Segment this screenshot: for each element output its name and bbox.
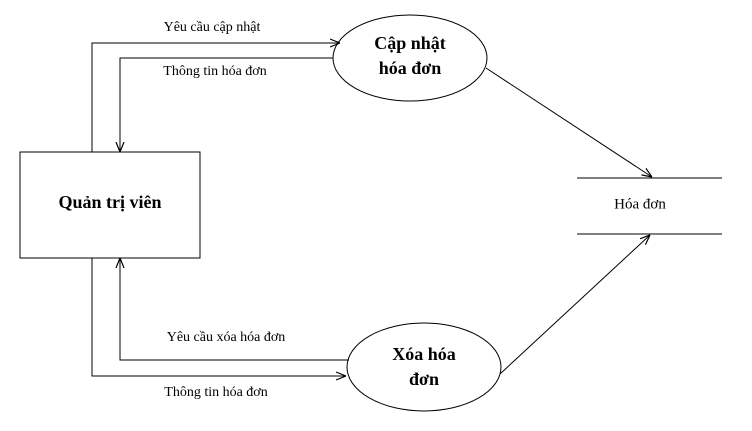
- entity-admin-box: [19, 151, 201, 259]
- process-delete-label-line1: Xóa hóa: [392, 344, 456, 364]
- flow-delete-request-label: Yêu cầu xóa hóa đơn: [167, 330, 286, 345]
- entity-admin-label: Quản trị viên: [58, 192, 161, 212]
- flow-delete-request-arrow: [120, 258, 349, 361]
- flow-update-info-arrow: [120, 57, 333, 152]
- flow-delete-to-datastore-arrow: [499, 235, 650, 375]
- process-update-label-line1: Cập nhật: [374, 33, 446, 53]
- process-delete-label-line2: đơn: [409, 369, 439, 389]
- flow-update-to-datastore-arrow: [485, 67, 652, 177]
- flow-delete-info-label: Thông tin hóa đơn: [164, 385, 267, 400]
- process-update-label-line2: hóa đơn: [379, 58, 442, 78]
- flow-update-request-arrow: [91, 43, 340, 152]
- datastore-label: Hóa đơn: [614, 196, 666, 212]
- flow-update-request-label: Yêu cầu cập nhật: [164, 20, 261, 35]
- flow-delete-info-arrow: [91, 258, 346, 376]
- flow-update-info-label: Thông tin hóa đơn: [163, 64, 266, 79]
- process-delete-invoice: [346, 322, 502, 412]
